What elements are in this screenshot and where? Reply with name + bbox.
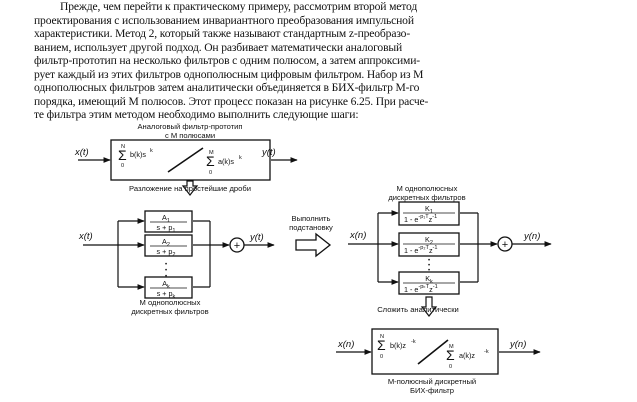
bank-output-label: y(t): [249, 232, 264, 243]
paragraph-line: однополюсных фильтров затем аналитически…: [34, 81, 420, 95]
analog-block-1: A1 s + p1: [118, 210, 210, 234]
analog-block-k: Ak s + pk: [118, 276, 210, 300]
sigma-icon: Σ: [377, 337, 386, 353]
sigma-icon: Σ: [446, 347, 455, 363]
decompose-label: Разложение на простейшие дроби: [129, 184, 251, 193]
svg-text:1 - e-p₂Tz-1: 1 - e-p₂Tz-1: [404, 245, 438, 255]
sum-lower: 0: [449, 364, 452, 370]
sum-lower: 0: [380, 354, 383, 360]
ellipsis-dot: •: [165, 262, 167, 268]
iir-sum-numerator: Σ N 0 b(k)z -k: [377, 334, 416, 360]
digital-block-1: K1 1 - e-p₁Tz-1: [378, 201, 478, 226]
sigma-icon: Σ: [206, 153, 215, 169]
ellipsis-dot: •: [428, 263, 430, 269]
svg-text:s + pk: s + pk: [157, 289, 176, 300]
sum-upper: M: [209, 150, 214, 156]
fraction-slash: [167, 147, 204, 173]
input-signal-label: x(t): [74, 147, 89, 158]
ellipsis-dot: •: [428, 258, 430, 264]
numerator-exp: k: [150, 148, 153, 154]
svg-text:K1: K1: [425, 204, 433, 215]
prototype-subtitle: с M полюсами: [165, 131, 215, 140]
adder-plus: +: [502, 239, 508, 251]
sum-upper: M: [449, 344, 454, 350]
numerator-term: b(k)s: [130, 150, 146, 159]
digital-input-label: x(n): [349, 230, 366, 241]
sigma-icon: Σ: [118, 147, 127, 163]
svg-text:Ak: Ak: [162, 279, 170, 290]
prototype-box: [110, 139, 271, 181]
adder-plus: +: [234, 240, 240, 252]
sum-lower: 0: [121, 163, 124, 169]
body-paragraph: Прежде, чем перейти к практическому прим…: [34, 0, 600, 122]
iir-input-label: x(n): [337, 339, 354, 350]
iir-filter-box: [371, 328, 499, 375]
paragraph-line: ванием, использует другой подход. Он раз…: [34, 40, 403, 54]
sum-upper: N: [380, 334, 384, 340]
iir-numerator-exp: -k: [411, 339, 416, 345]
paragraph-line: характеристики. Метод 2, который также н…: [34, 27, 411, 41]
output-signal-label: y(t): [261, 147, 276, 158]
combine-label: Сложить аналитически: [377, 305, 459, 314]
ellipsis-dot: •: [165, 268, 167, 274]
svg-text:s + p1: s + p1: [157, 223, 176, 234]
paragraph-line: проектирования с использованием инвариан…: [34, 13, 414, 27]
svg-text:s + p2: s + p2: [157, 247, 176, 258]
iir-caption-2: БИХ-фильтр: [410, 386, 454, 395]
substitute-label: Выполнить: [292, 214, 331, 223]
iir-sum-denominator: Σ M 0 a(k)z -k: [446, 344, 489, 370]
paragraph-line: Прежде, чем перейти к практическому прим…: [60, 0, 418, 13]
down-arrow-icon: [420, 296, 438, 317]
paragraph-line: фильтр-прототип на несколько фильтров с …: [34, 54, 420, 68]
digital-block-2: K2 1 - e-p₂Tz-1: [378, 232, 498, 257]
analog-bank-caption: M однополюсных: [140, 298, 201, 307]
iir-denominator-exp: -k: [484, 349, 489, 355]
substitute-label-2: подстановку: [289, 223, 333, 232]
down-arrow-icon: [181, 180, 199, 196]
prototype-title: Аналоговый фильтр-прототип: [137, 122, 242, 131]
denominator-term: a(k)s: [218, 157, 234, 166]
digital-block-k: Kk 1 - e-pₖTz-1: [378, 271, 478, 295]
sum-upper: N: [121, 144, 125, 150]
right-arrow-icon: [295, 232, 332, 258]
analog-block-2: A2 s + p2: [118, 234, 230, 258]
sum-lower: 0: [209, 170, 212, 176]
svg-text:A2: A2: [162, 237, 170, 248]
svg-text:K2: K2: [425, 235, 433, 246]
ellipsis-dot: •: [428, 268, 430, 274]
svg-text:1 - e-p₁Tz-1: 1 - e-p₁Tz-1: [404, 214, 437, 224]
svg-text:A1: A1: [162, 213, 170, 224]
fraction-slash: [417, 339, 449, 365]
digital-output-label: y(n): [523, 231, 540, 242]
svg-text:Kk: Kk: [425, 274, 433, 285]
denominator-exp: k: [239, 155, 242, 161]
paragraph-line: рует каждый из этих фильтров однополюсны…: [34, 67, 424, 81]
iir-output-label: y(n): [509, 339, 526, 350]
iir-caption: M-полюсный дискретный: [388, 377, 476, 386]
iir-numerator-term: b(k)z: [390, 341, 406, 350]
svg-text:1 - e-pₖTz-1: 1 - e-pₖTz-1: [404, 284, 438, 294]
prototype-sum-denominator: Σ M 0 a(k)s k: [206, 150, 242, 176]
paragraph-line: те фильтра этим методом необходимо выпол…: [34, 108, 359, 122]
prototype-sum-numerator: Σ N 0 b(k)s k: [118, 144, 153, 169]
analog-bank-caption-2: дискретных фильтров: [131, 307, 208, 316]
bank-input-label: x(t): [78, 231, 93, 242]
paragraph-line: порядка, имеющий M полюсов. Этот процесс…: [34, 94, 429, 108]
digital-bank-title: M однополюсных: [397, 184, 458, 193]
digital-bank-title-2: дискретных фильтров: [388, 193, 465, 202]
iir-denominator-term: a(k)z: [459, 351, 475, 360]
